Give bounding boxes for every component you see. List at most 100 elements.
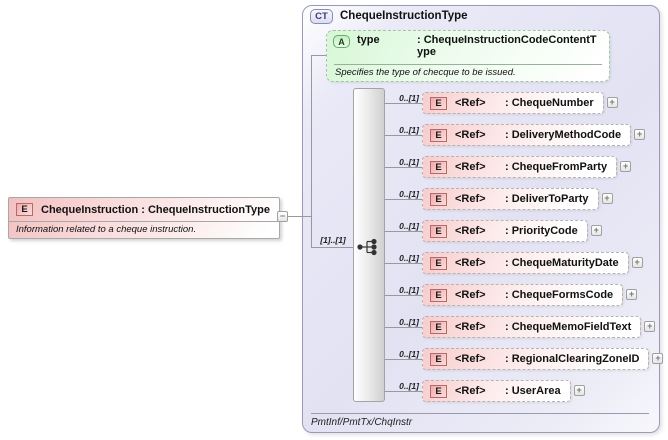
cardinality-label: 0..[1] bbox=[399, 221, 419, 231]
global-element-title: ChequeInstruction : ChequeInstructionTyp… bbox=[41, 203, 270, 216]
element-ref-regionalclearingzoneid[interactable]: E <Ref> : RegionalClearingZoneID bbox=[422, 348, 650, 370]
element-row-prioritycode: 0..[1] E <Ref> : PriorityCode + bbox=[385, 220, 602, 242]
element-row-chequefromparty: 0..[1] E <Ref> : ChequeFromParty + bbox=[385, 156, 632, 178]
sequence-icon bbox=[357, 238, 377, 256]
element-icon: E bbox=[430, 96, 447, 110]
element-icon: E bbox=[430, 256, 447, 270]
element-ref-label: <Ref> bbox=[455, 321, 486, 333]
element-icon: E bbox=[430, 352, 447, 366]
connector: 0..[1] bbox=[385, 156, 422, 178]
expand-icon[interactable]: + bbox=[652, 353, 664, 364]
connector bbox=[311, 55, 327, 56]
element-icon: E bbox=[430, 288, 447, 302]
element-type-label: : ChequeMaturityDate bbox=[505, 257, 619, 269]
complex-type-icon: CT bbox=[310, 9, 333, 24]
sequence-cardinality-label: [1]..[1] bbox=[320, 235, 346, 245]
element-ref-label: <Ref> bbox=[455, 257, 486, 269]
element-row-userarea: 0..[1] E <Ref> : UserArea + bbox=[385, 380, 585, 402]
element-ref-label: <Ref> bbox=[455, 225, 486, 237]
element-type-label: : ChequeFormsCode bbox=[505, 289, 614, 301]
element-ref-deliverymethodcode[interactable]: E <Ref> : DeliveryMethodCode bbox=[422, 124, 632, 146]
expand-icon[interactable]: + bbox=[606, 97, 618, 108]
schema-path: PmtInf/PmtTx/ChqInstr bbox=[311, 417, 413, 428]
connector: 0..[1] bbox=[385, 220, 422, 242]
collapse-icon[interactable]: − bbox=[277, 211, 288, 222]
cardinality-label: 0..[1] bbox=[399, 381, 419, 391]
element-icon: E bbox=[430, 384, 447, 398]
element-row-chequematuritydate: 0..[1] E <Ref> : ChequeMaturityDate + bbox=[385, 252, 643, 274]
element-ref-label: <Ref> bbox=[455, 97, 486, 109]
element-row-regionalclearingzoneid: 0..[1] E <Ref> : RegionalClearingZoneID … bbox=[385, 348, 664, 370]
sequence-bar bbox=[353, 88, 385, 402]
cardinality-label: 0..[1] bbox=[399, 93, 419, 103]
cardinality-label: 0..[1] bbox=[399, 317, 419, 327]
element-row-chequeformscode: 0..[1] E <Ref> : ChequeFormsCode + bbox=[385, 284, 638, 306]
expand-icon[interactable]: + bbox=[631, 257, 643, 268]
element-ref-label: <Ref> bbox=[455, 353, 486, 365]
footer-divider bbox=[311, 413, 649, 414]
expand-icon[interactable]: + bbox=[620, 161, 632, 172]
connector bbox=[288, 216, 311, 217]
element-ref-chequefromparty[interactable]: E <Ref> : ChequeFromParty bbox=[422, 156, 618, 178]
element-ref-chequeformscode[interactable]: E <Ref> : ChequeFormsCode bbox=[422, 284, 624, 306]
global-element-box[interactable]: E ChequeInstruction : ChequeInstructionT… bbox=[8, 197, 280, 239]
element-type-label: : DeliveryMethodCode bbox=[505, 129, 622, 141]
element-row-deliverymethodcode: 0..[1] E <Ref> : DeliveryMethodCode + bbox=[385, 124, 646, 146]
element-icon: E bbox=[430, 160, 447, 174]
connector: 0..[1] bbox=[385, 380, 422, 402]
element-ref-prioritycode[interactable]: E <Ref> : PriorityCode bbox=[422, 220, 588, 242]
connector bbox=[311, 55, 312, 248]
connector: 0..[1] bbox=[385, 348, 422, 370]
element-ref-chequememofieldtext[interactable]: E <Ref> : ChequeMemoFieldText bbox=[422, 316, 642, 338]
element-ref-label: <Ref> bbox=[455, 385, 486, 397]
element-ref-chequematuritydate[interactable]: E <Ref> : ChequeMaturityDate bbox=[422, 252, 629, 274]
expand-icon[interactable]: + bbox=[590, 225, 602, 236]
connector: 0..[1] bbox=[385, 284, 422, 306]
element-ref-label: <Ref> bbox=[455, 161, 486, 173]
element-icon: E bbox=[16, 203, 33, 216]
cardinality-label: 0..[1] bbox=[399, 285, 419, 295]
element-ref-label: <Ref> bbox=[455, 289, 486, 301]
expand-icon[interactable]: + bbox=[644, 321, 656, 332]
divider bbox=[334, 64, 602, 65]
attribute-name: type bbox=[357, 34, 380, 46]
element-icon: E bbox=[430, 320, 447, 334]
expand-icon[interactable]: + bbox=[601, 193, 613, 204]
cardinality-label: 0..[1] bbox=[399, 157, 419, 167]
cardinality-label: 0..[1] bbox=[399, 125, 419, 135]
connector: 0..[1] bbox=[385, 316, 422, 338]
element-type-label: : RegionalClearingZoneID bbox=[505, 353, 640, 365]
connector: 0..[1] bbox=[385, 188, 422, 210]
element-ref-label: <Ref> bbox=[455, 129, 486, 141]
element-ref-label: <Ref> bbox=[455, 193, 486, 205]
element-type-label: : PriorityCode bbox=[505, 225, 578, 237]
element-icon: E bbox=[430, 128, 447, 142]
cardinality-label: 0..[1] bbox=[399, 349, 419, 359]
attribute-icon: A bbox=[333, 35, 350, 48]
cardinality-label: 0..[1] bbox=[399, 253, 419, 263]
connector: 0..[1] bbox=[385, 252, 422, 274]
expand-icon[interactable]: + bbox=[626, 289, 638, 300]
expand-icon[interactable]: + bbox=[573, 385, 585, 396]
element-type-label: : ChequeFromParty bbox=[505, 161, 608, 173]
element-ref-userarea[interactable]: E <Ref> : UserArea bbox=[422, 380, 571, 402]
element-type-label: : ChequeMemoFieldText bbox=[505, 321, 632, 333]
attribute-description: Specifies the type of checque to be issu… bbox=[335, 67, 516, 78]
attribute-type: : ChequeInstructionCodeContentType bbox=[417, 34, 597, 58]
element-icon: E bbox=[430, 224, 447, 238]
connector: 0..[1] bbox=[385, 124, 422, 146]
element-row-delivertoparty: 0..[1] E <Ref> : DeliverToParty + bbox=[385, 188, 613, 210]
element-type-label: : UserArea bbox=[505, 385, 561, 397]
expand-icon[interactable]: + bbox=[634, 129, 646, 140]
connector: 0..[1] bbox=[385, 92, 422, 114]
global-element-description: Information related to a cheque instruct… bbox=[16, 224, 197, 235]
element-ref-delivertoparty[interactable]: E <Ref> : DeliverToParty bbox=[422, 188, 599, 210]
cardinality-label: 0..[1] bbox=[399, 189, 419, 199]
complex-type-title: ChequeInstructionType bbox=[340, 10, 468, 22]
element-type-label: : DeliverToParty bbox=[505, 193, 589, 205]
attribute-box[interactable]: A type : ChequeInstructionCodeContentTyp… bbox=[326, 30, 610, 82]
element-row-chequenumber: 0..[1] E <Ref> : ChequeNumber + bbox=[385, 92, 618, 114]
element-icon: E bbox=[430, 192, 447, 206]
element-ref-chequenumber[interactable]: E <Ref> : ChequeNumber bbox=[422, 92, 604, 114]
